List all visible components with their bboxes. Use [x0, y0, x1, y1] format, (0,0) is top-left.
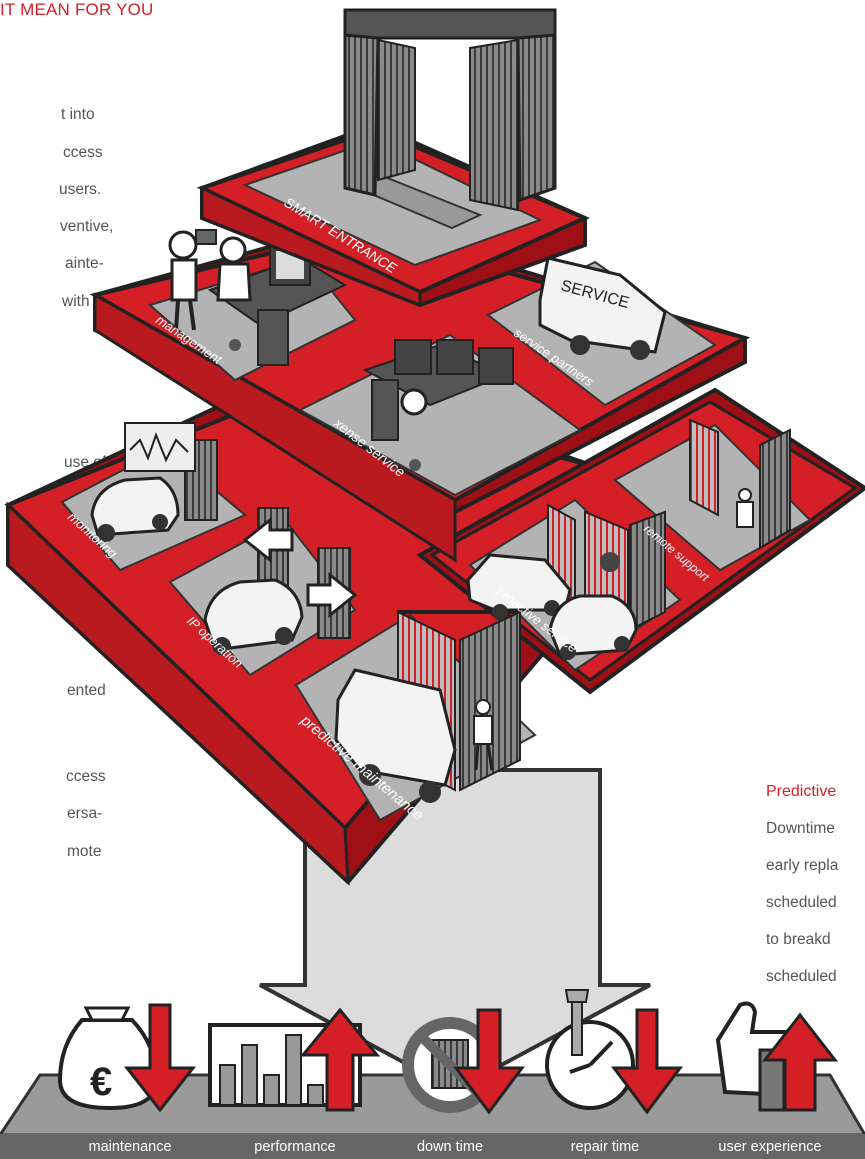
euro-symbol: € — [90, 1060, 112, 1104]
maintenance-down-arrow-icon — [123, 1003, 197, 1113]
section-heading: IT MEAN FOR YOU — [0, 0, 154, 19]
technician-icon — [473, 699, 494, 771]
maintenance-label: maintenance — [88, 1139, 172, 1155]
open-arrow-icon — [242, 516, 294, 564]
user-experience-label: user experience — [718, 1139, 822, 1155]
left-text-line: users. — [59, 181, 102, 198]
left-text-line: ersa- — [67, 805, 103, 822]
clock-wrench-icon — [545, 989, 635, 1110]
service-partners-van-icon: SERVICE — [538, 256, 667, 360]
ip-operation-car-icon — [203, 578, 304, 655]
left-text-line: ccess — [66, 768, 106, 785]
money-bag-icon: € — [57, 1006, 159, 1111]
left-text-line: with a — [62, 293, 103, 310]
right-text-line: scheduled — [766, 968, 837, 985]
repair-time-label: repair time — [570, 1139, 640, 1155]
smart-entrance-gate-icon — [343, 8, 557, 212]
downtime-down-arrow-icon — [453, 1008, 525, 1115]
right-text-line: to breakd — [766, 931, 831, 948]
performance-label: performance — [254, 1139, 336, 1155]
left-text-line: ventive, — [60, 218, 114, 235]
remote-support-gate-icon — [689, 418, 791, 550]
left-text-line: mote — [67, 843, 102, 860]
label-bar — [0, 1134, 865, 1159]
top-layer — [196, 122, 591, 308]
monitoring-gate-icon — [124, 422, 218, 521]
left-text-line: ented — [67, 682, 106, 699]
left-text-line: ainte- — [65, 255, 104, 272]
right-text-line: scheduled — [766, 894, 837, 911]
right-column-title: Predictive — [766, 783, 837, 800]
xense-service-desk-icon — [362, 339, 514, 471]
right-text-line: Downtime — [766, 820, 835, 837]
manager-person-icon — [168, 229, 217, 331]
left-text-line: t into — [61, 106, 95, 123]
proactive-car-icon — [548, 594, 638, 660]
user-experience-up-arrow-icon — [761, 1012, 839, 1112]
proactive-van-icon — [466, 553, 572, 620]
operator-person-icon — [216, 236, 252, 351]
predictive-van-icon — [334, 668, 457, 803]
down-time-label: down time — [416, 1139, 484, 1155]
repair-down-arrow-icon — [611, 1008, 683, 1115]
performance-up-arrow-icon — [299, 1007, 381, 1112]
left-text-line: ccess — [63, 144, 103, 161]
monitoring-car-icon — [90, 476, 180, 542]
close-arrow-icon — [306, 571, 358, 619]
right-text-line: early repla — [766, 857, 839, 874]
